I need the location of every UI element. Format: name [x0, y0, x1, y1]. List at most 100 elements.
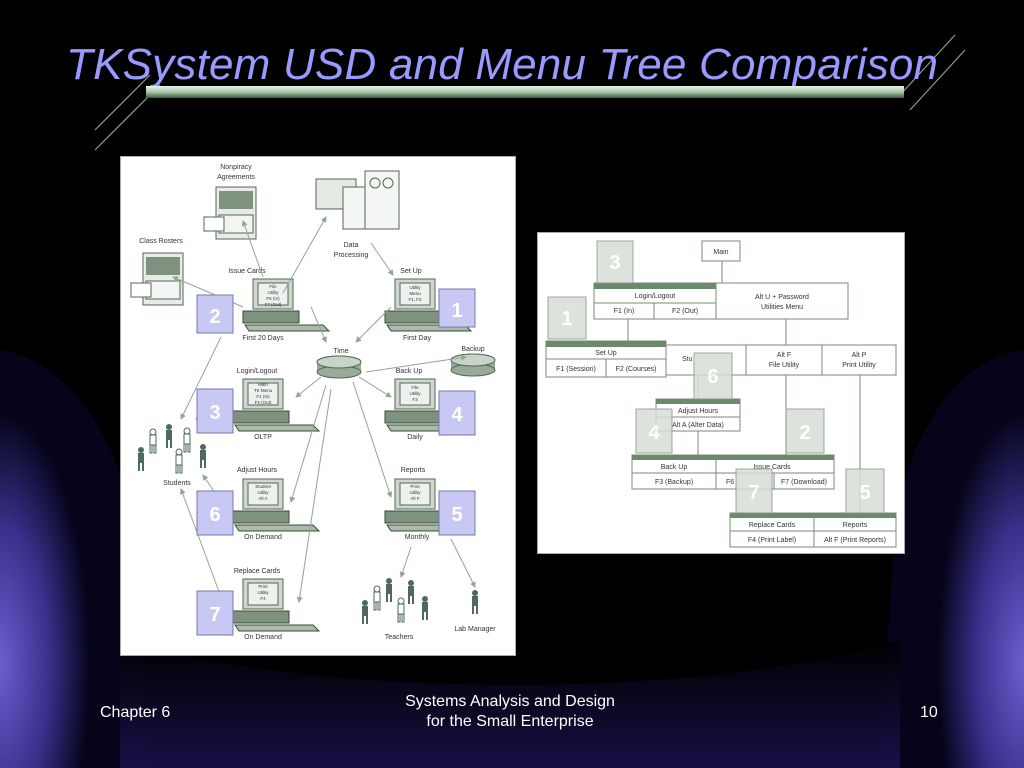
issue-cards-label: Issue Cards	[753, 464, 791, 471]
label-lab-manager: Lab Manager	[454, 626, 496, 633]
teacher-icon	[373, 585, 381, 611]
set-up-label: Set Up	[595, 350, 617, 357]
class-rosters-cabinet-icon	[130, 252, 184, 306]
svg-text:4: 4	[451, 404, 463, 426]
screen-text: Menu	[409, 291, 421, 296]
node-main	[701, 240, 741, 262]
f6-partial-label: F6	[726, 479, 734, 486]
alt-a-label: Alt A (Alter Data)	[672, 422, 724, 429]
replace-cards-label: Replace Cards	[749, 522, 796, 529]
screen-text: File	[411, 385, 419, 390]
teacher-icon	[422, 596, 428, 620]
svg-text:6: 6	[707, 366, 718, 388]
alt-u-label: Alt U + Password	[755, 294, 809, 301]
svg-text:6: 6	[209, 504, 220, 526]
tree-badge-1: 1	[547, 296, 587, 340]
tree-badge-6: 6	[693, 352, 733, 400]
label-processing: Processing	[334, 252, 369, 259]
screen-text: Utility	[410, 285, 422, 290]
node-utilities-menu	[715, 282, 849, 320]
svg-text:1: 1	[451, 300, 462, 322]
screen-text: Print	[258, 584, 268, 589]
alt-f-label: Alt F	[777, 352, 791, 359]
screen-text: F3	[412, 397, 418, 402]
usd-diagram: Nonpiracy Agreements Class Rosters Data …	[130, 164, 496, 641]
svg-text:1: 1	[561, 308, 572, 330]
backup-disk-icon	[450, 353, 496, 377]
menu-tree-diagram: Main Login/Logout F1 (In) F2 (Out) Alt U…	[545, 240, 897, 548]
svg-text:4: 4	[648, 422, 660, 444]
f7-download-label: F7 (Download)	[781, 479, 827, 486]
screen-text: F1 (In)	[256, 394, 270, 399]
footer-book-title: Systems Analysis and Design for the Smal…	[380, 692, 640, 732]
f1-in-label: F1 (In)	[614, 308, 635, 315]
student-icon	[138, 447, 144, 471]
student-icon	[183, 427, 191, 453]
screen-text: Alt A	[258, 496, 267, 501]
footer-page-number: 10	[920, 704, 938, 721]
label-class-rosters: Class Rosters	[139, 238, 183, 245]
node-back-up	[631, 454, 717, 490]
label-nonpiracy: Nonpiracy	[220, 164, 252, 171]
teacher-icon	[362, 600, 368, 624]
node-print-utility	[821, 344, 897, 376]
node-main-label: Main	[713, 249, 728, 256]
screen-text: F6 (In)	[266, 296, 280, 301]
login-logout-label: Login/Logout	[635, 293, 676, 300]
screen-text: Utility	[410, 391, 422, 396]
student-icon	[200, 444, 206, 468]
screen-text: Alt F	[410, 496, 420, 501]
utilities-menu-label: Utilities Menu	[761, 304, 803, 311]
right-swoosh	[880, 350, 1024, 768]
badge-6: 6	[196, 490, 234, 536]
back-up-label: Back Up	[661, 464, 688, 471]
label-login-logout: Login/Logout	[237, 368, 278, 375]
label-first-day: First Day	[403, 335, 432, 342]
badge-7: 7	[196, 590, 234, 636]
footer-chapter: Chapter 6	[100, 704, 171, 721]
label-data: Data	[344, 242, 359, 249]
label-agreements: Agreements	[217, 174, 255, 181]
teacher-icon	[386, 578, 392, 602]
alt-f-print-label: Alt F (Print Reports)	[824, 537, 886, 544]
label-oltp: OLTP	[254, 434, 272, 441]
tree-badge-3: 3	[596, 240, 634, 284]
adjust-hours-label: Adjust Hours	[678, 408, 719, 415]
label-on-demand-2: On Demand	[244, 634, 282, 641]
label-issue-cards: Issue Cards	[228, 268, 266, 275]
screen-text: TK Menu	[254, 388, 273, 393]
left-swoosh	[0, 350, 150, 768]
label-set-up: Set Up	[400, 268, 422, 275]
screen-text: Utility	[268, 290, 280, 295]
reports-label: Reports	[843, 522, 868, 529]
label-monthly: Monthly	[405, 534, 430, 541]
svg-text:5: 5	[859, 482, 870, 504]
adjust-hours-computer-icon	[232, 478, 320, 532]
screen-text: Print	[410, 484, 420, 489]
student-icon	[175, 448, 183, 474]
slide-title: TKSystem USD and Menu Tree Comparison	[66, 40, 939, 89]
tree-badge-2: 2	[785, 408, 825, 454]
stu-partial-label: Stu	[682, 356, 693, 363]
login-computer-icon	[232, 378, 320, 432]
screen-text: F1, F2	[408, 297, 422, 302]
svg-text:5: 5	[451, 504, 462, 526]
lab-manager-icon	[472, 590, 478, 614]
print-utility-label: Print Utility	[842, 362, 876, 369]
svg-text:7: 7	[748, 482, 759, 504]
node-replace-cards	[729, 512, 815, 548]
label-back-up: Back Up	[396, 368, 423, 375]
badge-5: 5	[438, 490, 476, 536]
tree-badge-5: 5	[845, 468, 885, 514]
title-underline-bar	[146, 86, 904, 98]
label-students: Students	[163, 480, 191, 487]
svg-text:2: 2	[799, 422, 810, 444]
usd-diagram-panel: Nonpiracy Agreements Class Rosters Data …	[120, 156, 516, 656]
svg-text:3: 3	[609, 252, 620, 274]
menu-tree-panel: Main Login/Logout F1 (In) F2 (Out) Alt U…	[537, 232, 905, 554]
time-disk-icon	[316, 355, 362, 379]
node-file-utility	[745, 344, 823, 376]
footer-book-title-line1: Systems Analysis and Design	[405, 693, 615, 710]
label-first-20-days: First 20 Days	[242, 335, 284, 342]
student-icon	[166, 424, 172, 448]
